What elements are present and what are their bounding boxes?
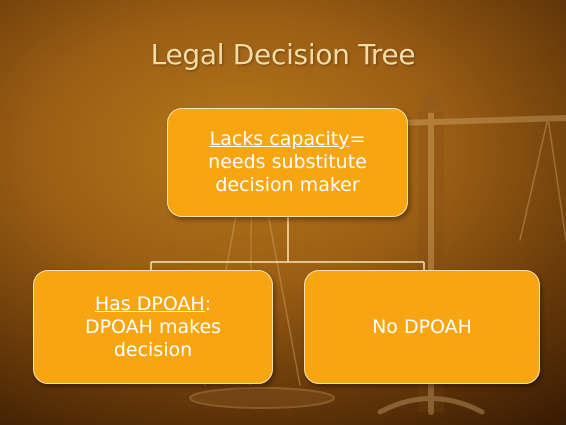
node-root-line3: decision maker [215, 174, 360, 196]
node-left-underlined-term: Has DPOAH [94, 292, 205, 315]
node-has-dpoah: Has DPOAH: DPOAH makes decision [33, 270, 273, 384]
node-root-suffix: = [349, 128, 366, 150]
node-lacks-capacity: Lacks capacity= needs substitute decisio… [167, 108, 408, 217]
node-root-line1: Lacks capacity= [210, 128, 366, 151]
node-root-underlined-term: Lacks capacity [209, 128, 350, 150]
node-left-line1: Has DPOAH: [95, 293, 211, 316]
node-no-dpoah: No DPOAH [304, 270, 540, 384]
node-left-suffix: : [204, 292, 212, 315]
node-left-line3: decision [113, 338, 193, 361]
node-right-label: No DPOAH [372, 315, 472, 338]
slide-title: Legal Decision Tree [150, 38, 416, 71]
node-root-line2: needs substitute [208, 151, 367, 173]
node-left-line2: DPOAH makes [84, 315, 222, 338]
